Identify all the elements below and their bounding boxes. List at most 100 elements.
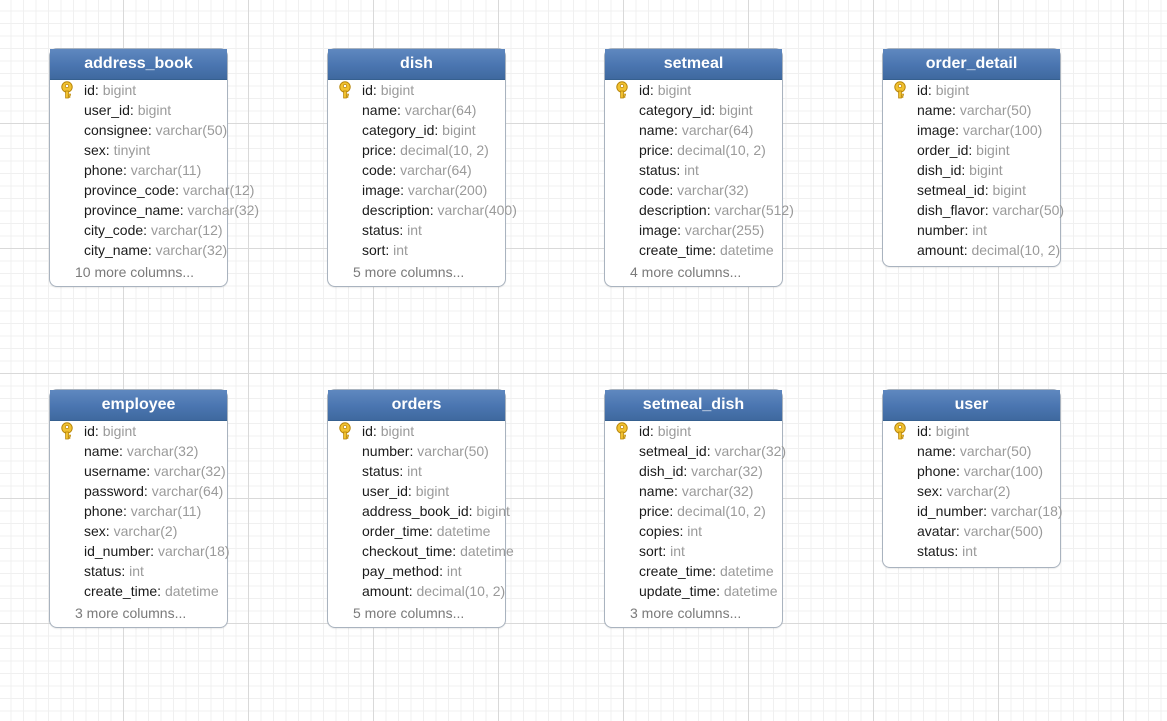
column-row[interactable]: name: varchar(32) xyxy=(605,481,782,501)
column-row[interactable]: image: varchar(100) xyxy=(883,120,1060,140)
column-row[interactable]: name: varchar(32) xyxy=(50,441,227,461)
more-columns-link[interactable]: 4 more columns... xyxy=(630,264,742,280)
column-row[interactable]: sex: varchar(2) xyxy=(50,521,227,541)
column-row[interactable]: price: decimal(10, 2) xyxy=(328,140,505,160)
table-header[interactable]: employee xyxy=(50,390,227,421)
column-row[interactable]: user_id: bigint xyxy=(328,481,505,501)
column-row[interactable]: dish_flavor: varchar(50) xyxy=(883,200,1064,220)
column-row[interactable]: id_number: varchar(18) xyxy=(883,501,1063,521)
column-row[interactable]: phone: varchar(11) xyxy=(50,501,227,521)
column-type: varchar(12) xyxy=(182,182,255,198)
primary-key-column[interactable]: id: bigint xyxy=(883,80,1060,100)
primary-key-column[interactable]: id: bigint xyxy=(605,421,782,441)
column-row[interactable]: image: varchar(200) xyxy=(328,180,505,200)
table-header[interactable]: setmeal xyxy=(605,49,782,80)
table-header[interactable]: order_detail xyxy=(883,49,1060,80)
column-row[interactable]: code: varchar(32) xyxy=(605,180,782,200)
column-row[interactable]: setmeal_id: varchar(32) xyxy=(605,441,786,461)
column-row[interactable]: order_time: datetime xyxy=(328,521,505,541)
column-row[interactable]: avatar: varchar(500) xyxy=(883,521,1060,541)
table-header[interactable]: dish xyxy=(328,49,505,80)
primary-key-column[interactable]: id: bigint xyxy=(328,80,505,100)
column-row[interactable]: status: int xyxy=(883,541,1060,561)
column-row[interactable]: consignee: varchar(50) xyxy=(50,120,227,140)
more-columns-link[interactable]: 3 more columns... xyxy=(75,605,187,621)
column-row[interactable]: create_time: datetime xyxy=(605,561,782,581)
column-row[interactable]: status: int xyxy=(328,461,505,481)
column-row[interactable]: username: varchar(32) xyxy=(50,461,227,481)
column-row[interactable]: price: decimal(10, 2) xyxy=(605,501,782,521)
column-type: varchar(32) xyxy=(691,463,763,479)
column-row[interactable]: name: varchar(50) xyxy=(883,100,1060,120)
column-row[interactable]: user_id: bigint xyxy=(50,100,227,120)
table-header[interactable]: address_book xyxy=(50,49,227,80)
more-columns-link[interactable]: 5 more columns... xyxy=(353,605,465,621)
column-row[interactable]: image: varchar(255) xyxy=(605,220,782,240)
column-row[interactable]: code: varchar(64) xyxy=(328,160,505,180)
primary-key-column[interactable]: id: bigint xyxy=(50,421,227,441)
column-row[interactable]: order_id: bigint xyxy=(883,140,1060,160)
column-row[interactable]: number: varchar(50) xyxy=(328,441,505,461)
column-separator: : xyxy=(147,242,156,258)
primary-key-column[interactable]: id: bigint xyxy=(605,80,782,100)
column-row[interactable]: copies: int xyxy=(605,521,782,541)
column-row[interactable]: city_name: varchar(32) xyxy=(50,240,227,260)
column-row[interactable]: phone: varchar(100) xyxy=(883,461,1060,481)
column-row[interactable]: status: int xyxy=(605,160,782,180)
column-row[interactable]: category_id: bigint xyxy=(328,120,505,140)
more-columns-link[interactable]: 10 more columns... xyxy=(75,264,195,280)
column-name: number xyxy=(362,443,410,459)
column-row[interactable]: id_number: varchar(18) xyxy=(50,541,230,561)
column-row[interactable]: password: varchar(64) xyxy=(50,481,227,501)
column-row[interactable]: province_code: varchar(12) xyxy=(50,180,254,200)
column-row[interactable]: name: varchar(64) xyxy=(328,100,505,120)
more-columns-link[interactable]: 5 more columns... xyxy=(353,264,465,280)
column-row[interactable]: create_time: datetime xyxy=(50,581,227,601)
column-row[interactable]: province_name: varchar(32) xyxy=(50,200,259,220)
more-columns-link[interactable]: 3 more columns... xyxy=(630,605,742,621)
column-row[interactable]: name: varchar(64) xyxy=(605,120,782,140)
primary-key-column[interactable]: id: bigint xyxy=(328,421,505,441)
column-row[interactable]: sex: tinyint xyxy=(50,140,227,160)
column-row[interactable]: checkout_time: datetime xyxy=(328,541,514,561)
table-header[interactable]: orders xyxy=(328,390,505,421)
column-row[interactable]: number: int xyxy=(883,220,1060,240)
column-row[interactable]: address_book_id: bigint xyxy=(328,501,510,521)
column-row[interactable]: dish_id: varchar(32) xyxy=(605,461,782,481)
column-row[interactable]: status: int xyxy=(328,220,505,240)
column-row[interactable]: amount: decimal(10, 2) xyxy=(328,581,505,601)
column-row[interactable]: city_code: varchar(12) xyxy=(50,220,227,240)
primary-key-column[interactable]: id: bigint xyxy=(883,421,1060,441)
column-row[interactable]: amount: decimal(10, 2) xyxy=(883,240,1060,260)
column-row[interactable]: sex: varchar(2) xyxy=(883,481,1060,501)
column-row[interactable]: pay_method: int xyxy=(328,561,505,581)
column-row[interactable]: sort: int xyxy=(328,240,505,260)
column-row[interactable]: description: varchar(400) xyxy=(328,200,517,220)
table-header[interactable]: setmeal_dish xyxy=(605,390,782,421)
table-header[interactable]: user xyxy=(883,390,1060,421)
column-row[interactable]: update_time: datetime xyxy=(605,581,782,601)
column-row[interactable]: sort: int xyxy=(605,541,782,561)
primary-key-column[interactable]: id: bigint xyxy=(50,80,227,100)
column-row[interactable]: phone: varchar(11) xyxy=(50,160,227,180)
column-separator: : xyxy=(372,82,381,98)
column-row[interactable]: dish_id: bigint xyxy=(883,160,1060,180)
column-row[interactable]: description: varchar(512) xyxy=(605,200,794,220)
column-row[interactable]: price: decimal(10, 2) xyxy=(605,140,782,160)
column-row[interactable]: name: varchar(50) xyxy=(883,441,1060,461)
column-row[interactable]: status: int xyxy=(50,561,227,581)
column-type: datetime xyxy=(460,543,514,559)
column-row[interactable]: category_id: bigint xyxy=(605,100,782,120)
column-row[interactable]: setmeal_id: bigint xyxy=(883,180,1060,200)
column-separator: : xyxy=(400,182,408,198)
column-row[interactable]: create_time: datetime xyxy=(605,240,782,260)
